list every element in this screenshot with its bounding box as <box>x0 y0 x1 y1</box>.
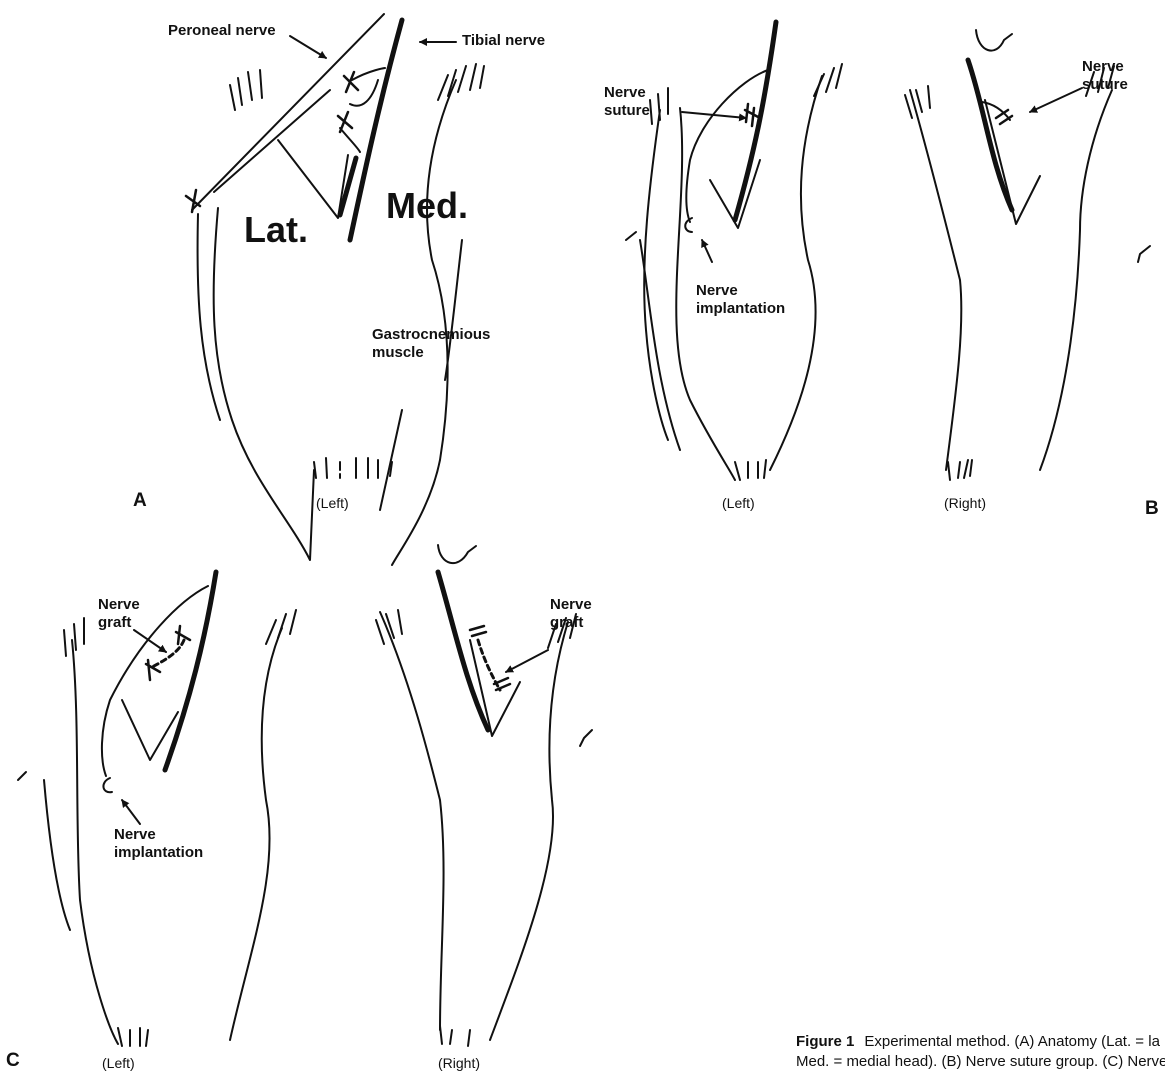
implant-pointer-arrow <box>122 800 140 824</box>
graft-left-label-line2: graft <box>98 614 131 632</box>
medial-head-outline <box>490 622 568 1040</box>
graft-left-label-line1: Nerve <box>98 596 140 614</box>
figure-caption: Figure 1 Experimental method. (A) Anatomy… <box>796 1032 1165 1076</box>
suture-marks <box>996 110 1012 124</box>
lateral-outer-edge <box>644 110 668 440</box>
lateral-head-label: Lat. <box>244 210 308 250</box>
lateral-outer-edge <box>198 214 220 420</box>
panel-c-letter: C <box>6 1052 20 1070</box>
caption-line1: Figure 1 Experimental method. (A) Anatomy… <box>796 1032 1165 1052</box>
implant-label-line2: implantation <box>696 300 785 318</box>
bracket-mark <box>626 232 636 240</box>
medial-head-label: Med. <box>386 186 468 226</box>
bottom-hatch-lines <box>948 460 972 480</box>
tibial-nerve-line <box>165 572 216 770</box>
suture-right-label-line2: suture <box>1082 76 1128 94</box>
peroneal-nerve-branch <box>214 90 330 192</box>
medial-inner-line <box>445 240 462 380</box>
bracket-mark <box>1138 246 1150 262</box>
panel-a-letter: A <box>133 492 147 510</box>
suture-left-label-line1: Nerve <box>604 84 646 102</box>
bottom-hatch-lines <box>735 460 766 480</box>
muscle-label-line1: Gastrocnemious <box>372 326 490 344</box>
graft-suture-marks <box>470 626 510 690</box>
medial-head-outline <box>1040 90 1112 470</box>
bottom-hatch-lines <box>314 458 392 478</box>
peroneal-nerve-line <box>192 14 384 210</box>
peroneal-pointer-arrow <box>290 36 326 58</box>
cut-nerve-hook <box>438 545 476 563</box>
peroneal-nerve-label: Peroneal nerve <box>168 22 276 40</box>
caption-text-line1: Experimental method. (A) Anatomy (Lat. =… <box>864 1033 1160 1050</box>
suture-pointer-arrow <box>1030 88 1082 112</box>
panel-b-right-side-label: (Right) <box>944 494 986 512</box>
panel-c-left-side-label: (Left) <box>102 1054 135 1072</box>
panel-b-letter: B <box>1145 500 1159 518</box>
graft-right-label-line2: graft <box>550 614 583 632</box>
graft-pointer-arrow <box>134 630 166 652</box>
bottom-hatch-lines <box>440 1026 470 1046</box>
lateral-head-outline <box>380 612 444 1030</box>
lateral-head-outline <box>214 208 314 560</box>
panel-b-left-drawing <box>626 22 842 480</box>
panel-c-left-drawing <box>18 572 296 1046</box>
implant-hook <box>685 218 692 232</box>
medial-head-outline <box>230 628 282 1040</box>
medial-contour <box>380 410 402 510</box>
panel-b-left-side-label: (Left) <box>722 494 755 512</box>
suture-left-label-line2: suture <box>604 102 650 120</box>
panel-a-side-label: (Left) <box>316 494 349 512</box>
muscle-boundary <box>470 640 520 736</box>
medial-head-outline <box>392 80 456 565</box>
suture-right-label-line1: Nerve <box>1082 58 1124 76</box>
muscle-label-line2: muscle <box>372 344 424 362</box>
caption-label: Figure 1 <box>796 1033 854 1050</box>
implant-pointer-arrow <box>702 240 712 262</box>
implant-c-label-line1: Nerve <box>114 826 156 844</box>
bracket-mark <box>18 772 26 780</box>
implant-label-line1: Nerve <box>696 282 738 300</box>
tibial-nerve-line <box>735 22 776 220</box>
panel-c-right-side-label: (Right) <box>438 1054 480 1072</box>
lateral-outer-edge <box>44 780 70 930</box>
tibial-nerve-line <box>968 60 1012 210</box>
implant-hook <box>103 778 112 792</box>
muscle-boundary <box>278 140 348 218</box>
graft-pointer-arrow <box>506 650 548 672</box>
tibial-nerve-label: Tibial nerve <box>462 32 545 50</box>
cut-nerve-hook <box>976 30 1012 51</box>
implant-c-label-line2: implantation <box>114 844 203 862</box>
panel-a-drawing <box>186 14 484 565</box>
bottom-hatch-lines <box>118 1028 148 1046</box>
lateral-head-outline <box>910 90 961 470</box>
bracket-mark <box>580 730 592 746</box>
lateral-head-outline <box>72 640 118 1044</box>
graft-right-label-line1: Nerve <box>550 596 592 614</box>
medial-head-outline <box>770 76 822 470</box>
panel-b-right-drawing <box>905 30 1150 480</box>
caption-text-line2: Med. = medial head). (B) Nerve suture gr… <box>796 1052 1165 1072</box>
